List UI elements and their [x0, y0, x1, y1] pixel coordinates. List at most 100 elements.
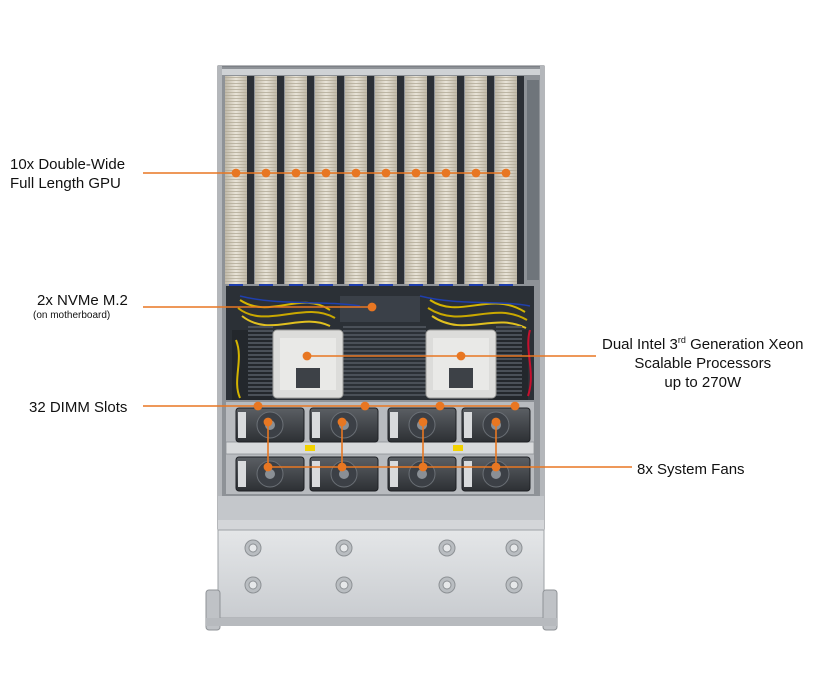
dimm-module — [248, 382, 273, 384]
callout-dot — [367, 302, 377, 312]
label-cpu-line1-sup: rd — [677, 335, 686, 345]
gpu-card — [225, 76, 254, 292]
label-cpu-line1: Dual Intel 3rd Generation Xeon — [602, 331, 804, 354]
gpu-card — [405, 76, 434, 292]
gpu-card — [465, 76, 494, 292]
dimm-module — [496, 342, 522, 344]
callout-dot — [261, 168, 271, 178]
label-dimm: 32 DIMM Slots — [29, 399, 128, 416]
dimm-module — [343, 354, 426, 356]
dimm-module — [343, 394, 426, 396]
gpu-card — [345, 76, 374, 292]
dimm-module — [343, 374, 426, 376]
dimm-module — [248, 338, 273, 340]
dimm-module — [248, 370, 273, 372]
callout-dot — [321, 168, 331, 178]
front-screws — [244, 539, 523, 594]
dimm-module — [248, 366, 273, 368]
dimm-module — [248, 394, 273, 396]
dimm-module — [496, 370, 522, 372]
gpu-card — [255, 76, 284, 292]
dimm-module — [248, 342, 273, 344]
callout-dot — [510, 401, 520, 411]
thumb-screw — [438, 576, 456, 594]
dimm-module — [343, 366, 426, 368]
label-nvme: 2x NVMe M.2 (on motherboard) — [33, 291, 128, 322]
dimm-module — [496, 382, 522, 384]
dimm-module — [343, 378, 426, 380]
system-fan — [309, 456, 379, 492]
callout-dot — [263, 417, 273, 427]
callout-dot — [360, 401, 370, 411]
thumb-screw — [335, 576, 353, 594]
label-cpu-line1-pre: Dual Intel 3 — [602, 336, 678, 353]
thumb-screw — [244, 539, 262, 557]
callout-dot — [441, 168, 451, 178]
callout-dot — [381, 168, 391, 178]
dimm-module — [248, 362, 273, 364]
thumb-screw — [505, 576, 523, 594]
callout-dot — [491, 462, 501, 472]
dimm-module — [496, 330, 522, 332]
dimm-module — [496, 350, 522, 352]
dimm-module — [343, 330, 426, 332]
dimm-slots — [248, 326, 522, 396]
dimm-module — [248, 326, 273, 328]
dimm-module — [343, 390, 426, 392]
dimm-module — [496, 358, 522, 360]
dimm-module — [343, 338, 426, 340]
callout-dots — [231, 168, 520, 472]
dimm-module — [248, 354, 273, 356]
label-cpu-line1-post: Generation Xeon — [685, 336, 804, 353]
callout-dot — [263, 462, 273, 472]
callout-dot — [302, 351, 312, 361]
callout-dot — [231, 168, 241, 178]
callout-lines — [143, 168, 632, 472]
callout-dot — [337, 462, 347, 472]
dimm-module — [343, 386, 426, 388]
label-cpu: Dual Intel 3rd Generation Xeon Scalable … — [602, 331, 804, 392]
dimm-module — [496, 378, 522, 380]
dimm-module — [248, 374, 273, 376]
label-nvme-line1: 2x NVMe M.2 — [37, 292, 128, 309]
dimm-module — [496, 346, 522, 348]
dimm-module — [496, 362, 522, 364]
dimm-module — [496, 394, 522, 396]
system-fan — [235, 456, 305, 492]
gpu-card — [495, 76, 524, 292]
callout-dot — [253, 401, 263, 411]
dimm-module — [496, 338, 522, 340]
gpu-cards — [225, 76, 539, 292]
callout-dot — [435, 401, 445, 411]
dimm-module — [496, 334, 522, 336]
dimm-module — [248, 350, 273, 352]
thumb-screw — [438, 539, 456, 557]
label-cpu-line3: up to 270W — [664, 374, 742, 391]
dimm-module — [343, 346, 426, 348]
dimm-module — [496, 354, 522, 356]
dimm-module — [496, 374, 522, 376]
dimm-module — [248, 330, 273, 332]
cpu-heatsink-1 — [272, 329, 344, 399]
callout-dot — [456, 351, 466, 361]
callout-dot — [337, 417, 347, 427]
dimm-module — [248, 390, 273, 392]
front-drive-bay — [205, 496, 558, 631]
callout-dot — [351, 168, 361, 178]
dimm-module — [248, 378, 273, 380]
label-gpu-line2: Full Length GPU — [10, 175, 121, 192]
system-fan — [387, 456, 457, 492]
callout-dot — [291, 168, 301, 178]
callout-dot — [418, 417, 428, 427]
dimm-module — [343, 362, 426, 364]
dimm-module — [496, 390, 522, 392]
callout-dot — [491, 417, 501, 427]
cpu-heatsink-2 — [425, 329, 497, 399]
dimm-module — [343, 350, 426, 352]
callout-dot — [501, 168, 511, 178]
label-gpu: 10x Double-Wide Full Length GPU — [10, 155, 125, 193]
dimm-module — [496, 386, 522, 388]
gpu-card — [285, 76, 314, 292]
gpu-card — [435, 76, 464, 292]
thumb-screw — [244, 576, 262, 594]
